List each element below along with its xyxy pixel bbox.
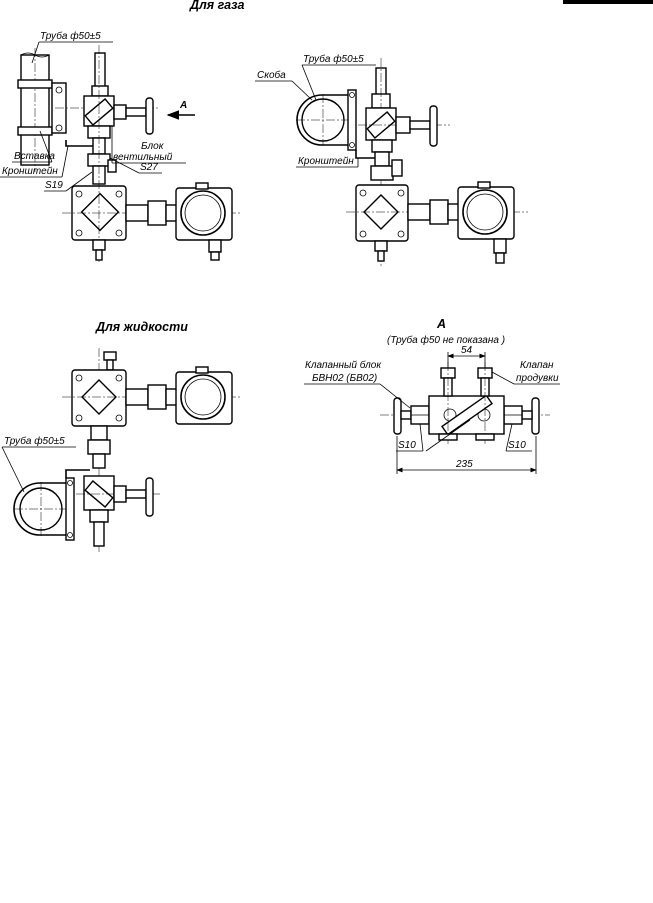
label-s19: S19: [45, 180, 63, 191]
gas-left-assembly: [17, 45, 240, 262]
label-valve-block-code: БВН02 (БВ02): [312, 373, 377, 384]
heading-liquid: Для жидкости: [95, 320, 188, 334]
label-s10-right: S10: [508, 440, 526, 451]
gas-right-assembly: [296, 58, 528, 268]
dim-54: 54: [461, 345, 473, 356]
liquid-labels: Труба ф50±5: [1, 435, 76, 493]
label-valve-block: Клапанный блок: [305, 359, 382, 371]
corner-bar: [563, 0, 653, 4]
bracket: [65, 469, 90, 478]
dim-235: 235: [455, 459, 473, 470]
label-pipe: Труба ф50±5: [40, 30, 101, 42]
label-valve: Клапан: [520, 360, 554, 371]
liquid-assembly: [13, 348, 240, 552]
label-purge: продувки: [516, 373, 559, 384]
sensor-housing: [175, 187, 233, 241]
label-s27: S27: [140, 162, 158, 173]
label-clamp: Скоба: [257, 69, 286, 81]
bracket: [65, 140, 98, 147]
view-a-labels: Клапанный блок БВН02 (БВ02) Клапан проду…: [304, 345, 560, 474]
label-pipe: Труба ф50±5: [4, 435, 65, 447]
sensor-housing: [457, 186, 515, 240]
sensor-housing: [175, 371, 233, 425]
view-a-assembly: [380, 362, 550, 444]
view-a-note: (Труба ф50 не показана ): [387, 334, 505, 346]
heading-gas: Для газа: [189, 0, 244, 12]
heading-view-a: А: [436, 317, 446, 331]
label-bracket: Кронштейн: [2, 166, 58, 177]
label-valve-word: вентильный: [113, 152, 173, 163]
gas-right-labels: Труба ф50±5 Скоба Кронштейн: [255, 53, 376, 168]
insert: [17, 79, 53, 89]
label-insert: Вставка: [14, 151, 55, 162]
label-block: Блок: [141, 141, 165, 152]
gas-left-labels: Труба ф50±5 Вставка Кронштейн S19 Блок в…: [0, 30, 187, 192]
label-bracket: Кронштейн: [298, 156, 354, 167]
label-arrow-a: А: [179, 100, 187, 111]
label-pipe: Труба ф50±5: [303, 53, 364, 65]
label-s10-left: S10: [398, 440, 416, 451]
